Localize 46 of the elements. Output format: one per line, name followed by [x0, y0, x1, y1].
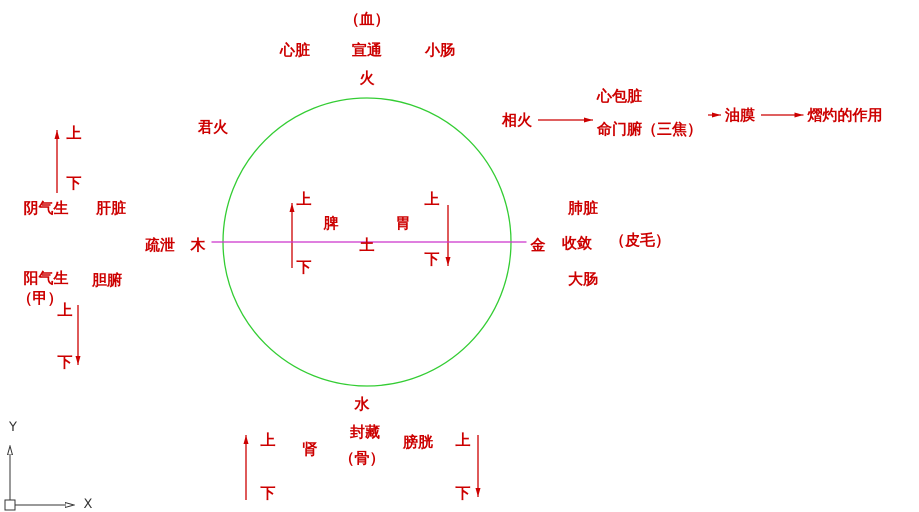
text-label: 上: [260, 432, 276, 448]
arrow: [708, 112, 721, 118]
text-label: 水: [354, 396, 370, 412]
node-label: 命门腑（三焦）: [597, 120, 702, 137]
node-label: 油膜: [725, 106, 755, 124]
text-label: 君火: [198, 118, 228, 136]
node-label: 相火: [502, 112, 532, 128]
node-label: 木: [190, 236, 206, 254]
node-label: 熠灼的作用: [808, 106, 882, 124]
text-label: 下: [58, 354, 72, 370]
node-label: 金: [530, 236, 546, 254]
text-label: 肝脏: [96, 200, 126, 216]
text-label: 胃: [396, 214, 410, 232]
text-label: 疏泄: [145, 236, 175, 254]
text-label: 收敛: [562, 234, 592, 252]
text-label: 阳气生: [24, 270, 68, 286]
axis-letter: Y: [9, 420, 17, 436]
text-label: 阴气生: [24, 200, 68, 216]
text-label: 大肠: [568, 270, 598, 288]
text-label: 封藏: [350, 424, 380, 440]
text-label: （皮毛）: [610, 232, 670, 248]
text-label: 上: [296, 190, 312, 208]
text-label: 心脏: [280, 42, 310, 58]
connector-line: [212, 241, 526, 243]
text-label: 上: [66, 124, 82, 142]
text-label: 肺脏: [568, 200, 598, 216]
arrow: [538, 118, 593, 122]
text-label: 上: [424, 190, 440, 208]
text-label: 下: [424, 250, 440, 268]
axis-letter: X: [84, 498, 92, 512]
arrow: [761, 112, 804, 118]
node-label: 心包脏: [597, 88, 642, 104]
text-label: 火: [360, 70, 374, 86]
text-label: 胆腑: [92, 272, 122, 288]
text-label: 宣通: [352, 42, 382, 58]
text-label: 下: [296, 258, 312, 276]
text-label: 下: [260, 484, 276, 502]
text-label: （骨）: [340, 450, 384, 466]
text-label: 脾: [324, 214, 338, 232]
text-label: 下: [456, 484, 470, 502]
text-label: 膀胱: [403, 434, 433, 450]
text-label: 小肠: [425, 42, 455, 58]
text-label: 上: [456, 432, 470, 448]
text-label: 肾: [302, 440, 318, 458]
text-label: 下: [66, 174, 82, 192]
text-label: （血）: [344, 10, 390, 28]
